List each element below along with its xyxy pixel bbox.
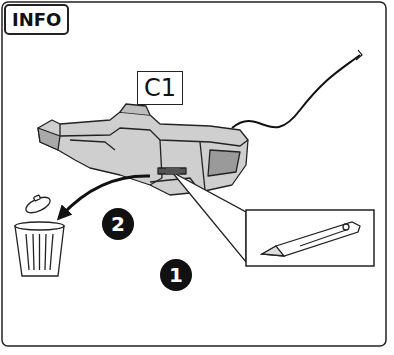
- callout-number: 2: [102, 208, 134, 240]
- detail-inset: [246, 210, 374, 266]
- label-text: C1: [144, 74, 176, 102]
- detail-leader: [172, 172, 246, 262]
- callout-number: 1: [160, 259, 192, 291]
- reference-box: C1: [137, 71, 183, 105]
- trash-can: [15, 194, 64, 276]
- cutter-knife: [262, 222, 360, 256]
- cable: [232, 55, 360, 128]
- label-text: INFO: [12, 9, 61, 30]
- callout-number: 1: [169, 263, 183, 287]
- cartridge-part: [38, 104, 248, 195]
- frame: [2, 2, 386, 346]
- callout-number: 2: [111, 212, 125, 236]
- info-tag: INFO: [4, 4, 69, 35]
- cable-end: [356, 50, 362, 60]
- discard-arrow: [62, 176, 150, 215]
